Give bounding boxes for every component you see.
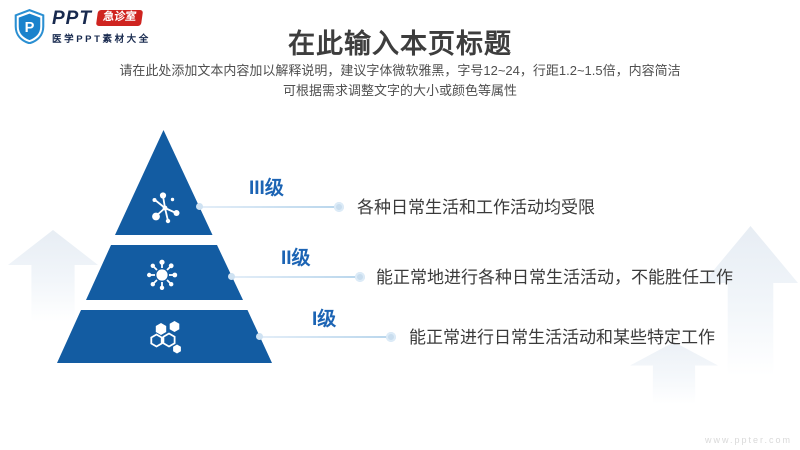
up-arrow-decoration [630,342,718,404]
level-1-label: I级 [312,309,337,330]
level-3-description: 各种日常生活和工作活动均受限 [357,198,595,217]
connector-line [231,276,361,278]
connector-line [259,336,392,338]
molecule-network-icon [152,192,180,224]
connector-start-dot [228,273,235,280]
connector-start-dot [256,333,263,340]
level-2-description: 能正常地进行各种日常生活活动，不能胜任工作 [376,268,733,287]
shield-letter: P [25,20,35,36]
hexagon-cluster-icon [150,321,181,354]
level-3-label: III级 [249,178,284,199]
page-subtitle: 请在此处添加文本内容加以解释说明，建议字体微软雅黑，字号12~24，行距1.2~… [0,61,800,101]
subtitle-line-2: 可根据需求调整文字的大小或颜色等属性 [282,83,517,99]
connector-start-dot [196,203,203,210]
virus-icon [147,259,178,290]
logo-text: PPT 急诊室 医学PPT素材大全 [52,7,151,46]
connector-end-dot [334,202,344,212]
level-2-label: II级 [281,248,311,269]
connector-line [200,206,340,208]
pyramid-graphic [57,130,272,363]
connector-end-dot [386,332,396,342]
level-1-description: 能正常进行日常生活活动和某些特定工作 [409,328,715,347]
subtitle-line-1: 请在此处添加文本内容加以解释说明，建议字体微软雅黑，字号12~24，行距1.2~… [119,63,681,78]
shield-logo-icon: P [14,9,45,44]
brand-name: PPT [52,7,92,29]
brand-badge: 急诊室 [95,10,144,26]
up-arrow-decoration [703,226,798,376]
page-title: 在此输入本页标题 [288,29,512,59]
brand-logo: P PPT 急诊室 医学PPT素材大全 [14,9,151,45]
brand-tagline: 医学PPT素材大全 [52,34,151,45]
watermark: www.ppter.com [704,435,792,445]
connector-end-dot [355,272,365,282]
